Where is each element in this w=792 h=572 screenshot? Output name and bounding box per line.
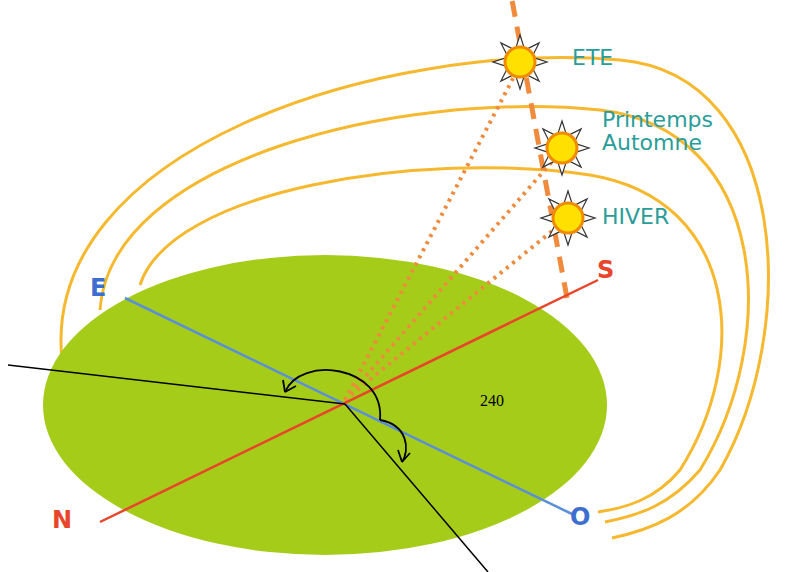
orientation-line [345,404,488,572]
season-label: HIVER [602,205,669,228]
cardinal-point: S [597,258,614,283]
orientation-line [8,365,345,404]
ground-disc [43,255,607,555]
north-south-axis [100,280,598,522]
arrowhead [283,380,296,392]
cardinal-point: E [90,276,106,301]
sun-symbol [541,191,595,245]
cardinal-point: N [52,508,72,533]
angle-arc [380,420,406,462]
east-west-axis [125,298,572,514]
arrowhead [398,450,410,462]
summer-ray [345,65,520,400]
equinox-ray [345,150,562,400]
season-label: Printemps Automne [602,108,752,154]
angle-arc [285,370,380,420]
winter-ray [345,218,568,400]
sun-symbol [493,35,547,89]
angle-value: 240 [480,393,504,410]
season-label: ETE [572,46,613,69]
sun-symbol [535,121,589,175]
cardinal-point: O [570,505,590,530]
